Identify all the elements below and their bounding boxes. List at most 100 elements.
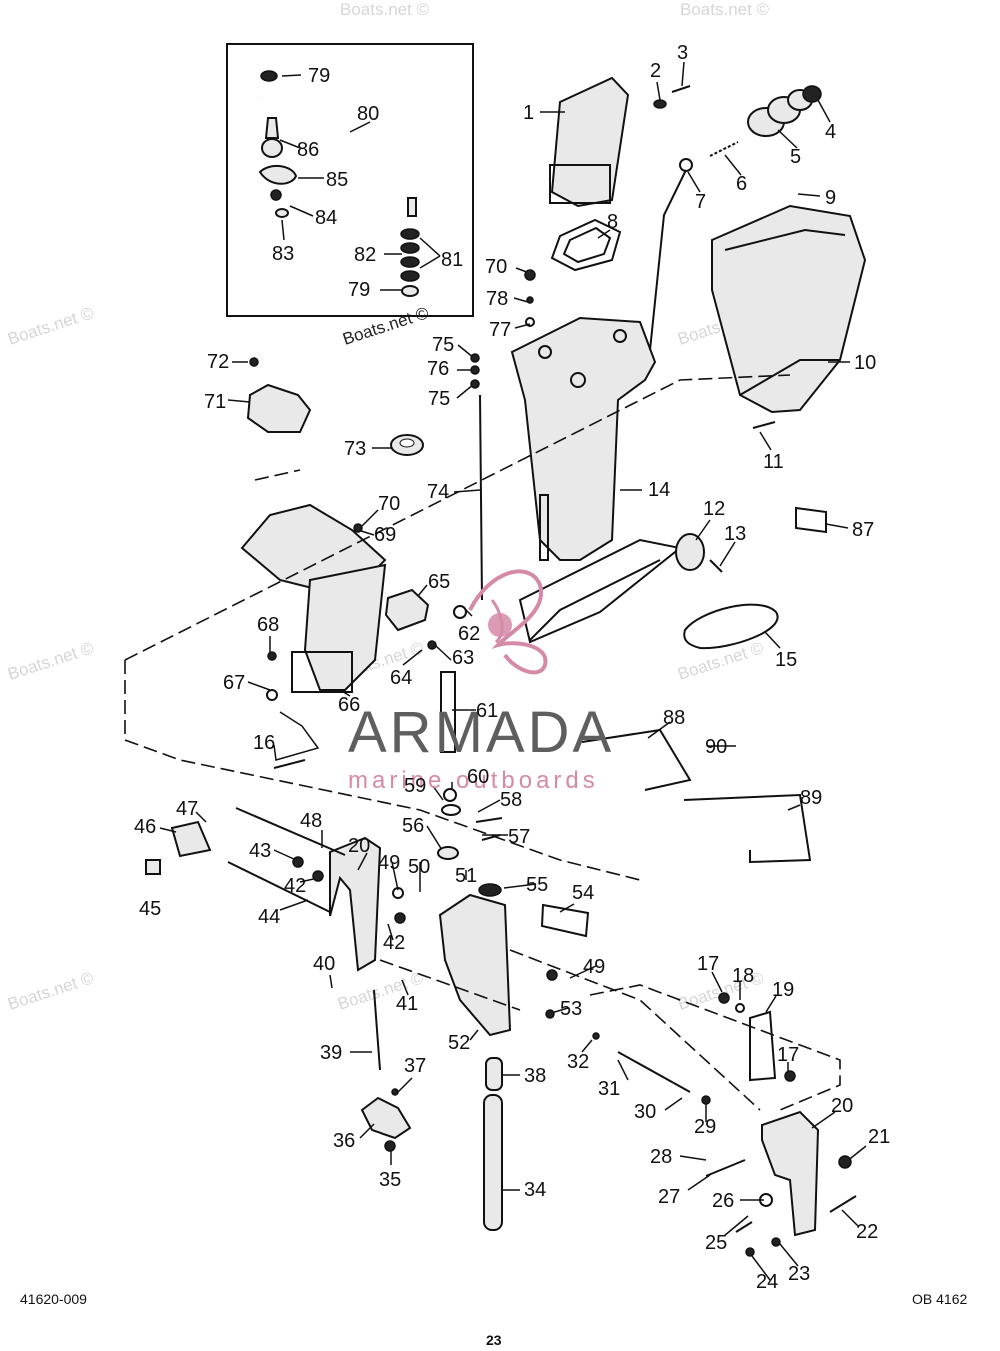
callout-label: 6 (736, 173, 747, 195)
inset-frame (226, 43, 474, 317)
callout-label: 20 (348, 835, 370, 857)
callout-label: 59 (404, 775, 426, 797)
callout-label: 75 (432, 334, 454, 356)
callout-label: 60 (467, 766, 489, 788)
diagram-code-left: 41620-009 (20, 1291, 87, 1307)
callout-label: 29 (694, 1116, 716, 1138)
callout-label: 50 (408, 856, 430, 878)
watermark-text: Boats.net © (340, 303, 431, 349)
watermark-text: Boats.net © (680, 0, 770, 19)
callout-label: 55 (526, 874, 548, 896)
callout-label: 65 (428, 571, 450, 593)
callout-label: 87 (852, 519, 874, 541)
callout-label: 23 (788, 1263, 810, 1285)
callout-label: 21 (868, 1126, 890, 1148)
callout-label: 74 (427, 481, 449, 503)
armada-logo: ARMADA marine outboards (348, 569, 611, 794)
shift-boot-parts (649, 85, 822, 351)
callout-label: 88 (663, 707, 685, 729)
diagram-code-right: OB 4162 (912, 1291, 968, 1307)
callout-label: 90 (705, 736, 727, 758)
callout-label: 86 (297, 139, 319, 161)
callout-label: 20 (831, 1095, 853, 1117)
swivel-bracket (240, 503, 387, 693)
tilt-rod (617, 1051, 691, 1093)
gasket-part (550, 218, 622, 272)
callout-label: 73 (344, 438, 366, 460)
callout-label: 5 (790, 146, 801, 168)
callout-label: 48 (300, 810, 322, 832)
shift-shaft (440, 671, 456, 753)
callout-label: 41 (396, 993, 418, 1015)
page-number: 23 (486, 1332, 502, 1348)
watermark-text: Boats.net © (5, 303, 96, 349)
logo-mark (468, 569, 548, 675)
callout-label: 39 (320, 1042, 342, 1064)
callout-label: 64 (390, 667, 412, 689)
callout-label: 61 (476, 700, 498, 722)
callout-label: 68 (257, 614, 279, 636)
exhaust-tube (549, 76, 630, 208)
callout-label: 38 (524, 1065, 546, 1087)
callout-label: 32 (567, 1051, 589, 1073)
washer-hole (399, 438, 415, 448)
leader-lines (159, 61, 867, 1281)
callout-label: 14 (648, 479, 670, 501)
switch-part (384, 588, 430, 632)
callout-label: 52 (448, 1032, 470, 1054)
nut-45 (145, 859, 161, 875)
seal-ring (683, 603, 779, 650)
callout-label: 81 (441, 249, 463, 271)
bolt-48 (235, 807, 346, 856)
callout-label: 76 (427, 358, 449, 380)
callout-label: 4 (825, 121, 836, 143)
callout-label: 46 (134, 816, 156, 838)
gasket-inner (562, 226, 612, 264)
callout-label: 89 (800, 787, 822, 809)
callout-label: 42 (383, 932, 405, 954)
callout-label: 27 (658, 1186, 680, 1208)
watermark-text: Boats.net © (5, 638, 96, 684)
clip-46 (170, 820, 212, 858)
stern-bracket-left (329, 836, 382, 972)
callout-label: 28 (650, 1146, 672, 1168)
callout-label: 16 (253, 732, 275, 754)
watermark-text: Boats.net © (5, 968, 96, 1014)
callout-label: 45 (139, 898, 161, 920)
callout-label: 66 (338, 694, 360, 716)
logo-tagline: marine outboards (348, 767, 599, 794)
callout-label: 70 (485, 256, 507, 278)
callout-label: 70 (378, 493, 400, 515)
callout-label: 43 (249, 840, 271, 862)
callout-label: 75 (428, 388, 450, 410)
callout-label: 26 (712, 1190, 734, 1212)
swivel-bracket-lower (438, 893, 512, 1037)
shift-rod (479, 394, 483, 601)
callout-label: 3 (677, 42, 688, 64)
callout-label: 80 (357, 103, 379, 125)
fasteners (249, 269, 857, 1257)
cover-plate (246, 383, 312, 433)
callout-label: 2 (650, 60, 661, 82)
callout-label: 15 (775, 649, 797, 671)
callout-label: 83 (272, 243, 294, 265)
callout-label: 31 (598, 1078, 620, 1100)
callout-label: 13 (724, 523, 746, 545)
bracket-19 (749, 1010, 777, 1082)
callout-label: 84 (315, 207, 337, 229)
callout-label: 30 (634, 1101, 656, 1123)
callout-label: 78 (486, 288, 508, 310)
lever-89 (683, 793, 812, 864)
callout-label: 49 (583, 956, 605, 978)
callout-label: 44 (258, 906, 280, 928)
callout-label: 67 (223, 672, 245, 694)
callout-label: 69 (374, 524, 396, 546)
callout-label: 17 (697, 953, 719, 975)
callout-label: 58 (500, 789, 522, 811)
callout-label: 12 (703, 498, 725, 520)
watermark-text: Boats.net © (675, 638, 766, 684)
watermark-text: Boats.net © (340, 0, 430, 19)
lower-cowl (711, 204, 867, 414)
callout-label: 18 (732, 965, 754, 987)
